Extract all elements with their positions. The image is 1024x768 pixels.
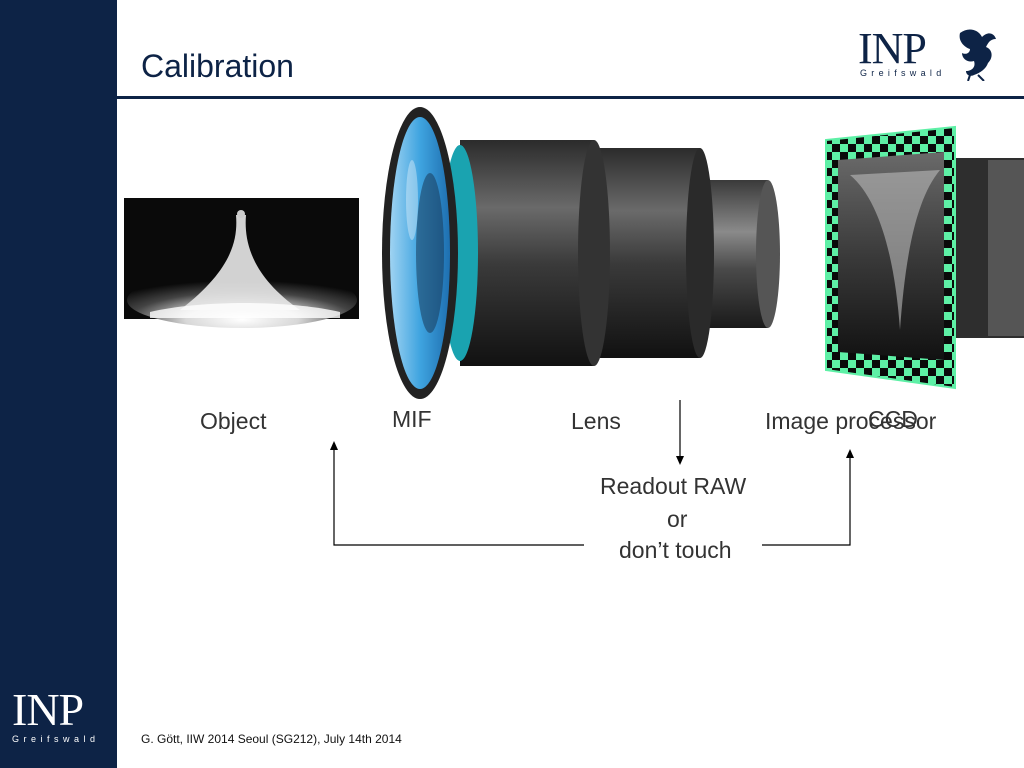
sidebar-logo-text: INP [12,684,84,735]
readout-line-1: Readout RAW [600,473,747,499]
label-object: Object [200,408,267,434]
readout-line-2: or [667,506,688,532]
sidebar: INP Greifswald [0,0,117,768]
title-divider [117,96,1024,99]
label-ccd: CCD [868,406,918,432]
logo-text: INP [858,24,927,73]
footer-citation: G. Gött, IIW 2014 Seoul (SG212), July 14… [141,732,402,746]
label-lens: Lens [571,408,621,434]
logo-subtext: Greifswald [860,68,946,78]
readout-arrows [330,400,854,546]
ccd-sensor [825,125,1024,390]
lens-assembly [382,107,780,399]
readout-line-3: don’t touch [619,537,732,563]
griffin-icon [959,29,996,81]
sidebar-logo-subtext: Greifswald [12,734,100,744]
inp-logo: INP Greifswald [858,24,998,81]
slide-title: Calibration [141,48,294,84]
label-image-processor: Image processor [765,408,937,434]
label-mif: MIF [392,406,432,432]
sidebar-logo: INP Greifswald [12,684,108,745]
object-image [124,198,359,328]
